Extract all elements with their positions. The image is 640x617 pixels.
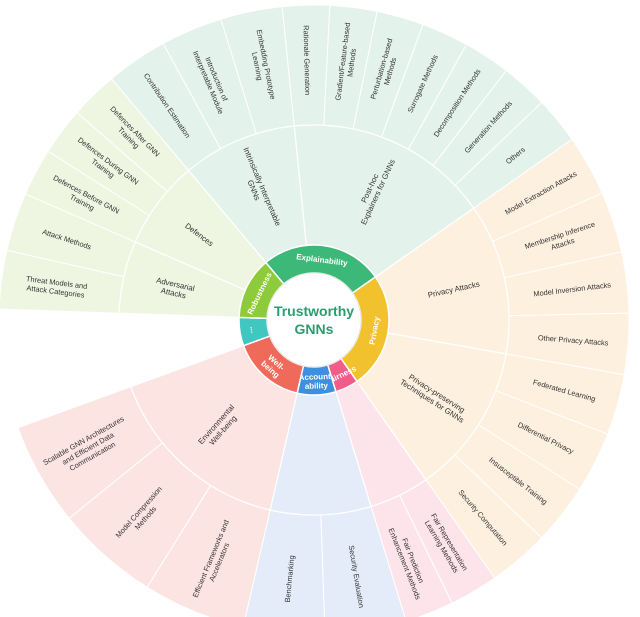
leaf-label-rationale-generation: Rationale Generation xyxy=(302,25,313,95)
center-title-line1: Trustworthy xyxy=(274,303,354,319)
center-title-line2: GNNs xyxy=(295,321,334,337)
category-label-item: ... xyxy=(248,326,258,334)
leaf-label-gradient-feature-based-methods-line: Methods xyxy=(345,48,358,78)
center-hub xyxy=(266,272,362,368)
category-label-accountability-line: ability xyxy=(305,381,329,391)
category-label-accountability-line: Account- xyxy=(299,372,334,382)
category-label-accountability: Account-ability xyxy=(299,372,334,391)
inner-ring-categories: ExplainabilityPrivacyFairnessAccount-abi… xyxy=(238,244,390,396)
leaf-label-rationale-generation-line: Rationale Generation xyxy=(302,25,313,95)
category-label-item-line: ... xyxy=(248,326,258,334)
